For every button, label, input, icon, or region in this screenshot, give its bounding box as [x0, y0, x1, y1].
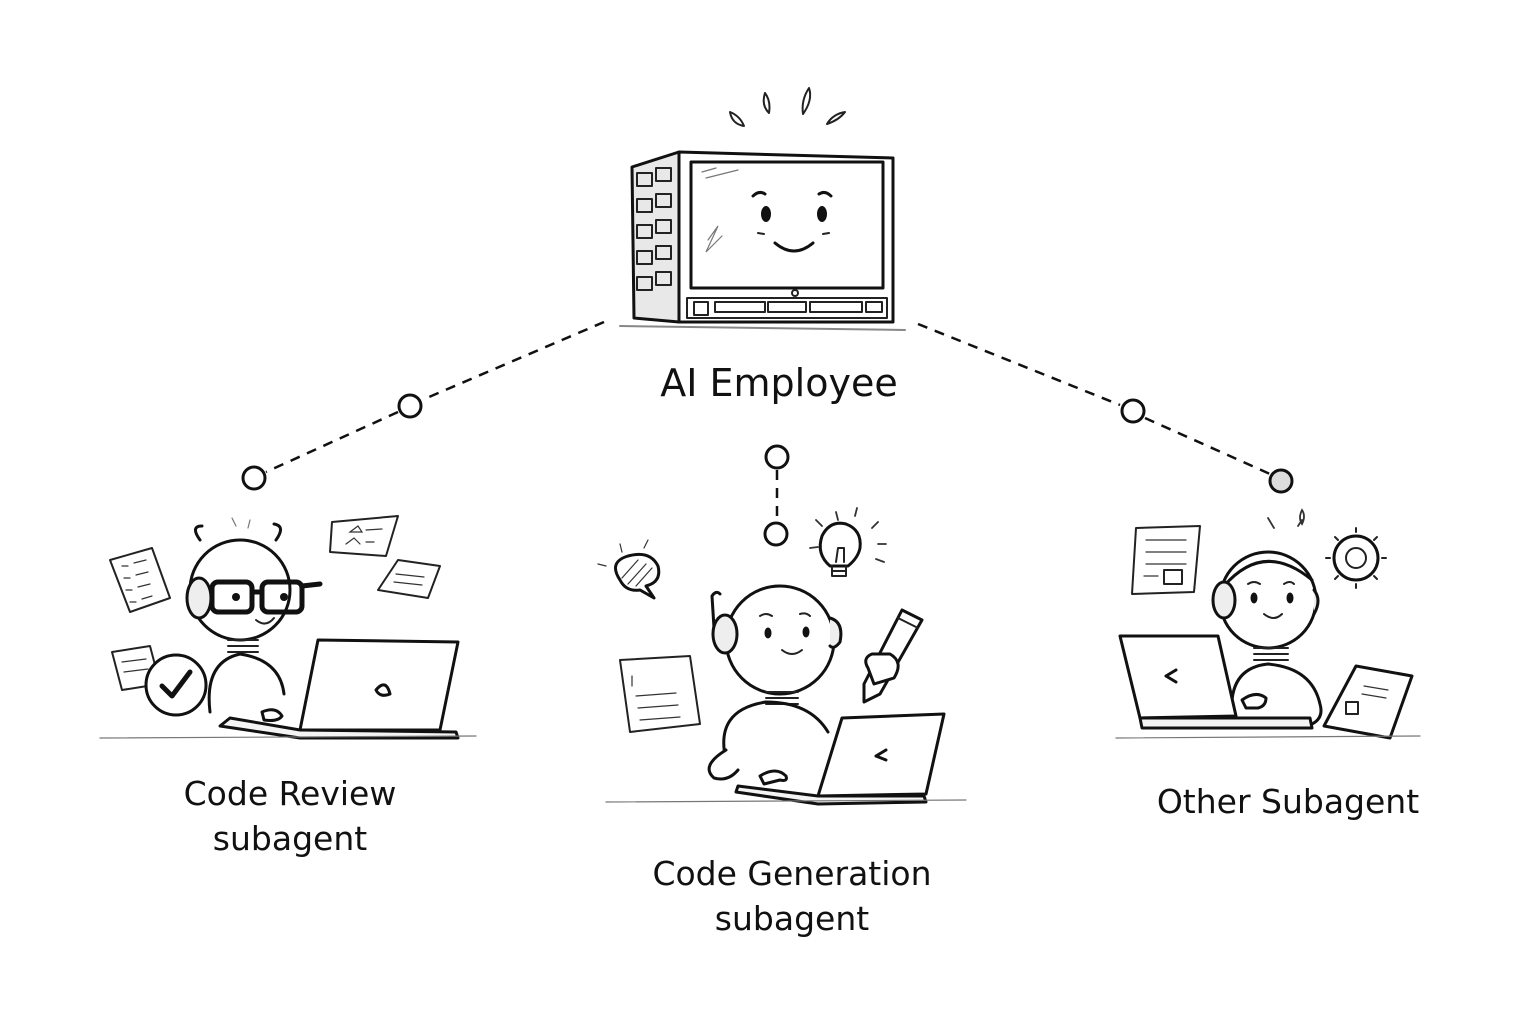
smiling-computer-server-icon: [619, 87, 906, 331]
connector-root-to-code-review: [241, 320, 605, 491]
checkmark-badge-icon: [144, 653, 208, 717]
headphones-icon: [185, 576, 213, 620]
headphones-icon: [711, 613, 739, 655]
connector-node: [1268, 468, 1294, 494]
laptop-icon: [298, 638, 460, 732]
child-node-label-code-generation: Code Generation subagent: [592, 852, 992, 941]
thought-bubble-icon: [614, 552, 661, 600]
connector-root-to-code-generation: [763, 444, 790, 547]
connector-node: [763, 521, 789, 547]
pencil-icon: [862, 608, 924, 704]
code-review-label-line1: Code Review: [183, 774, 397, 813]
robot-with-pencil-generating-code-icon: [597, 507, 967, 806]
code-review-label-line2: subagent: [212, 818, 368, 858]
laptop-icon: [1118, 634, 1238, 720]
root-node-label: AI Employee: [660, 361, 898, 405]
child-node-label-code-review: Code Review subagent: [140, 772, 440, 861]
connector-node: [1120, 398, 1146, 424]
connector-root-to-other-subagent: [917, 322, 1294, 494]
code-generation-label-line2: subagent: [714, 898, 870, 938]
code-generation-label-line1: Code Generation: [652, 854, 932, 893]
gear-icon: [1325, 527, 1387, 589]
connector-node: [241, 465, 267, 491]
other-subagent-label-line1: Other Subagent: [1156, 782, 1420, 821]
connector-node: [397, 393, 423, 419]
document-icon: [109, 547, 171, 613]
headphones-icon: [1211, 580, 1237, 620]
robot-with-glasses-reviewing-code-icon: [99, 515, 477, 740]
robot-with-headset-working-icon: [1115, 508, 1421, 740]
document-icon: [329, 515, 399, 557]
connector-node: [764, 444, 790, 470]
document-icon: [377, 559, 441, 599]
laptop-icon: [816, 712, 946, 798]
tablet-icon: [1322, 664, 1414, 740]
lightbulb-icon: [809, 507, 887, 577]
child-node-label-other-subagent: Other Subagent: [1118, 780, 1458, 825]
